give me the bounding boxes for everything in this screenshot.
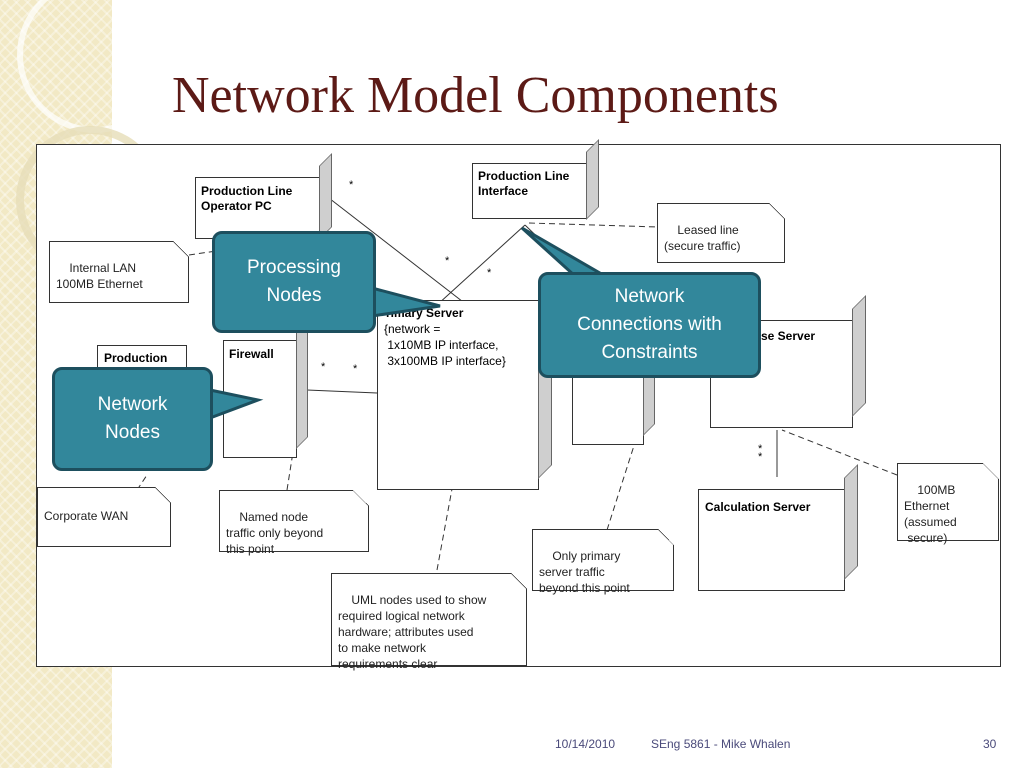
- callout-network-connections-line: Constraints: [601, 342, 698, 363]
- note-only-primary: Only primary server traffic beyond this …: [532, 529, 674, 595]
- calculation-server-label: Calculation Server: [705, 500, 811, 514]
- production-label: Production: [104, 351, 168, 365]
- note-only-primary-text: Only primary server traffic beyond this …: [539, 549, 630, 595]
- note-internal-lan: Internal LAN 100MB Ethernet: [49, 241, 189, 303]
- operator-pc-label: Production Line Operator PC: [201, 184, 293, 213]
- calculation-server-node: Calculation Server: [698, 464, 858, 591]
- note-internal-lan-text: Internal LAN 100MB Ethernet: [56, 261, 143, 291]
- note-corporate-wan: Corporate WAN: [37, 487, 171, 547]
- multiplicity-label: *: [487, 267, 492, 279]
- footer-course: SEng 5861 - Mike Whalen: [651, 737, 791, 751]
- multiplicity-label: *: [321, 361, 326, 373]
- database-server-label: se Server: [761, 329, 816, 343]
- note-100mb-ethernet: 100MB Ethernet (assumed secure): [897, 463, 999, 545]
- multiplicity-label: *: [349, 179, 354, 191]
- primary-server-attributes: {network = 1x10MB IP interface, 3x100MB …: [384, 322, 506, 368]
- multiplicity-label: *: [758, 443, 763, 455]
- primary-server-node: rimary Server {network = 1x10MB IP inter…: [377, 275, 552, 490]
- note-uml-nodes: UML nodes used to show required logical …: [331, 573, 527, 671]
- callout-network-nodes: Network Nodes: [52, 367, 213, 471]
- footer-date: 10/14/2010: [555, 737, 616, 751]
- note-leased-line: Leased line (secure traffic): [657, 203, 785, 263]
- callout-network-connections-line: Network: [614, 286, 685, 307]
- callout-processing-nodes-line: Nodes: [266, 285, 322, 306]
- callout-network-nodes-line: Network: [97, 394, 168, 415]
- note-named-node: Named node traffic only beyond this poin…: [219, 490, 369, 556]
- callout-processing-nodes-line: Processing: [247, 257, 341, 278]
- note-named-node-text: Named node traffic only beyond this poin…: [226, 510, 324, 556]
- network-diagram: Production Line Operator PC Production L…: [36, 139, 1001, 671]
- callout-network-connections-line: Connections with: [577, 314, 722, 335]
- multiplicity-label: *: [758, 451, 763, 463]
- page-number: 30: [983, 737, 997, 751]
- firewall-label: Firewall: [229, 347, 274, 361]
- callout-processing-nodes: Processing Nodes: [212, 231, 376, 333]
- callout-network-connections: Network Connections with Constraints: [538, 272, 761, 378]
- note-uml-nodes-text: UML nodes used to show required logical …: [338, 593, 487, 671]
- multiplicity-label: *: [445, 255, 450, 267]
- multiplicity-label: *: [353, 363, 358, 375]
- operator-pc-node: Production Line Operator PC: [195, 153, 332, 240]
- slide-title: Network Model Components: [172, 67, 779, 124]
- pl-interface-label: Production Line Interface: [478, 169, 570, 198]
- note-100mb-ethernet-text: 100MB Ethernet (assumed secure): [904, 483, 957, 545]
- note-corporate-wan-text: Corporate WAN: [44, 509, 129, 523]
- pl-interface-node: Production Line Interface: [472, 139, 599, 220]
- note-leased-line-text: Leased line (secure traffic): [664, 223, 741, 253]
- callout-network-nodes-line: Nodes: [105, 422, 160, 443]
